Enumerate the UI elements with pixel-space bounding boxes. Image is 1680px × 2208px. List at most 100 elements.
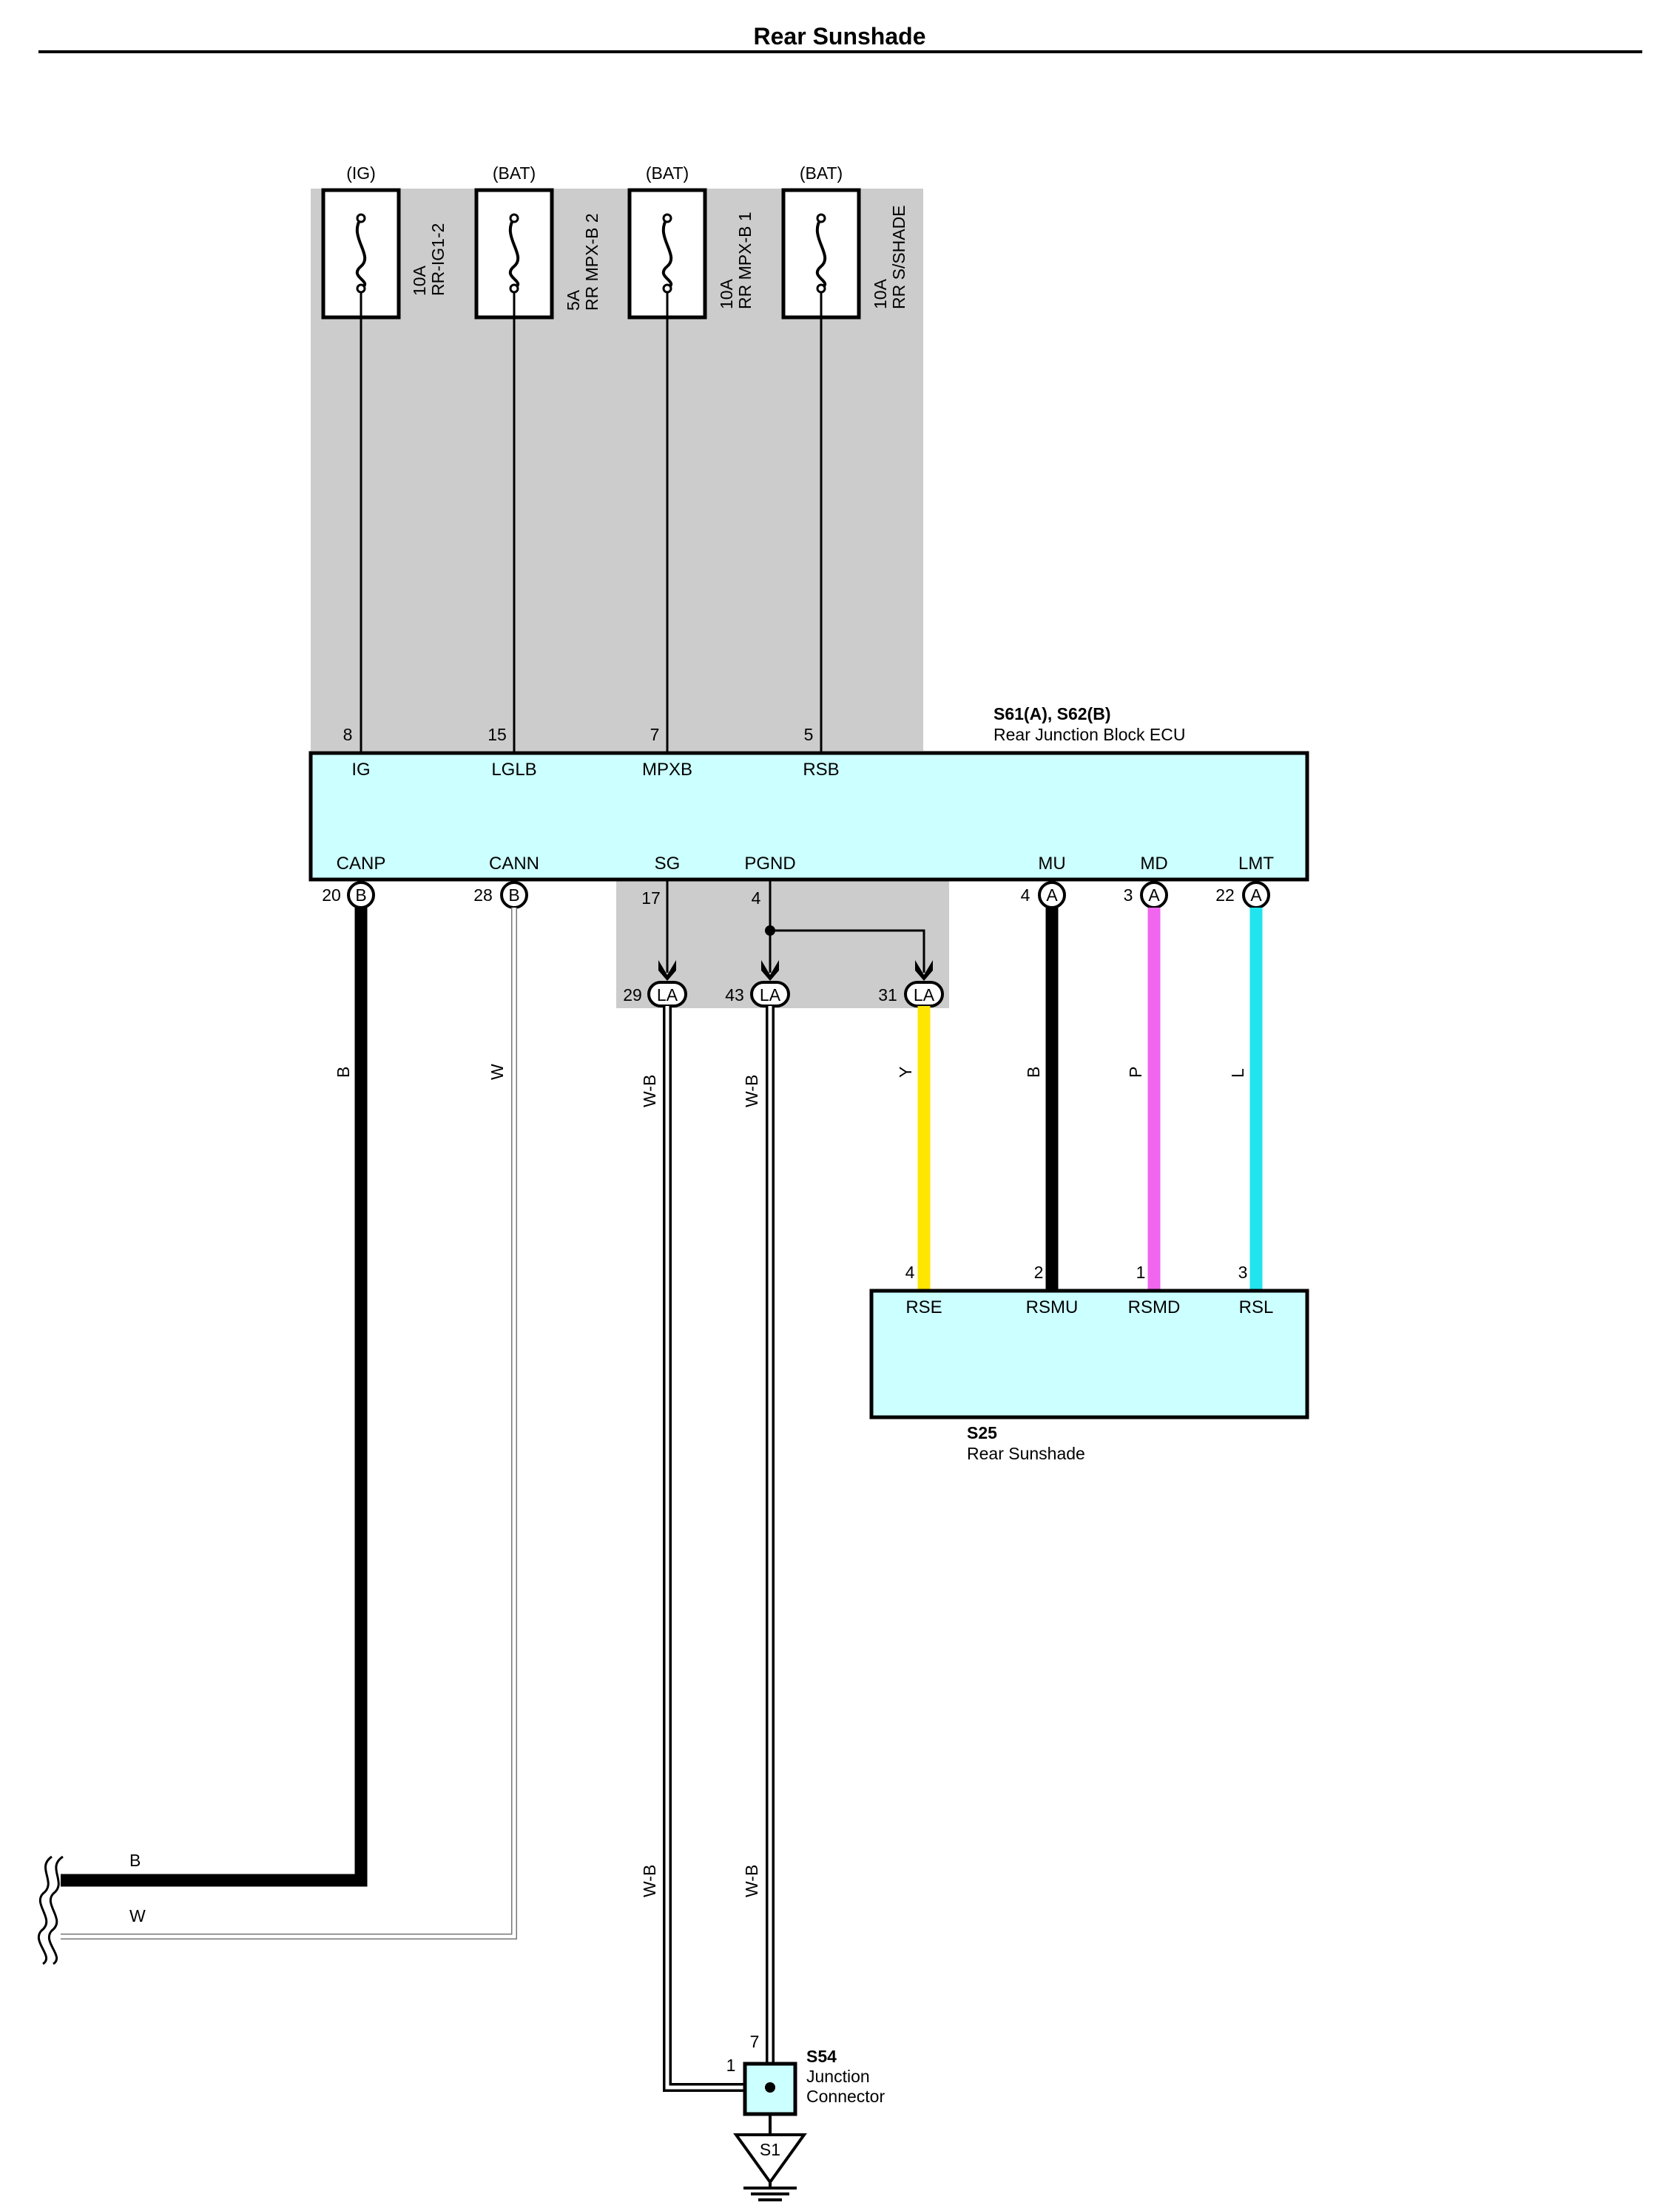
ecu-signal-sg: SG <box>655 854 681 874</box>
fuse-source: (BAT) <box>646 163 689 183</box>
ecu-signal-lglb: LGLB <box>491 760 536 780</box>
sunshade-pin-num: 3 <box>1238 1263 1248 1282</box>
fuse-source: (BAT) <box>493 163 536 183</box>
ecu-signal-lmt: LMT <box>1238 854 1274 874</box>
left-wire-b-label: B <box>129 1851 141 1870</box>
sunshade-pin-num: 4 <box>905 1263 915 1282</box>
connector-arrow-icon <box>658 960 676 981</box>
wire-break-icon <box>37 1855 53 1965</box>
connector-b-canp: B <box>347 881 375 909</box>
svg-text:LA: LA <box>760 985 781 1005</box>
fuse-name: RR-IG1-2 <box>428 223 448 296</box>
fuse-1: (IG) 10A RR-IG1-2 <box>321 163 448 320</box>
svg-text:B: B <box>355 885 366 905</box>
ecu-signal-rsb: RSB <box>803 760 839 780</box>
svg-text:LA: LA <box>657 985 678 1005</box>
sunshade-name: Rear Sunshade <box>967 1444 1085 1463</box>
rear-junction-block-ecu <box>308 751 1309 882</box>
ecu-signal-ig: IG <box>351 760 370 780</box>
junction-name-line2: Connector <box>806 2087 885 2106</box>
sunshade-code: S25 <box>967 1423 997 1442</box>
ecu-signal-mpxb: MPXB <box>642 760 692 780</box>
splice-dot <box>765 2082 775 2093</box>
left-wire-w-label: W <box>129 1906 146 1925</box>
ecu-pin-num: 5 <box>804 725 814 744</box>
connector-arrow-icon <box>915 960 933 981</box>
svg-text:A: A <box>1148 885 1160 905</box>
sunshade-signal-rsmu: RSMU <box>1026 1297 1079 1317</box>
ecu-pin-num: 15 <box>488 725 507 744</box>
ecu-pin-num: 28 <box>473 885 493 905</box>
wire-rsmd-color: P <box>1126 1067 1145 1078</box>
fuse-amp: 10A <box>410 265 429 296</box>
fuse-name: RR MPX-B 1 <box>735 212 755 309</box>
wire-cann-color: W <box>488 1064 507 1080</box>
fuse-name: RR S/SHADE <box>889 205 908 309</box>
fuse-icon <box>508 217 520 290</box>
fuse-amp: 10A <box>871 278 890 309</box>
wire-break-icon <box>47 1855 64 1965</box>
page-title: Rear Sunshade <box>754 23 926 50</box>
ecu-signal-md: MD <box>1140 854 1167 874</box>
sunshade-pin-num: 2 <box>1034 1263 1044 1282</box>
wire-canp-color: B <box>334 1067 353 1078</box>
rear-sunshade <box>869 1289 1309 1419</box>
connector-a-md: A <box>1140 881 1168 909</box>
ecu-pin-num: 4 <box>752 888 761 908</box>
sunshade-signal-rsmd: RSMD <box>1128 1297 1181 1317</box>
wire-rse-color: Y <box>896 1067 915 1078</box>
wire-cann-outline <box>61 908 517 1939</box>
fuse-name: RR MPX-B 2 <box>582 213 601 311</box>
wire-pgnd-color: W-B <box>742 1865 761 1897</box>
ecu-pin-num: 3 <box>1124 885 1133 905</box>
svg-text:A: A <box>1046 885 1058 905</box>
svg-text:A: A <box>1250 885 1262 905</box>
wire-pgnd-color: W-B <box>742 1075 761 1107</box>
junction-pin-top: 7 <box>750 2032 760 2051</box>
wire-sg-color: W-B <box>640 1865 659 1897</box>
wire-sg-color: W-B <box>640 1075 659 1107</box>
wire-rsmu-color: B <box>1024 1067 1043 1078</box>
sunshade-signal-rsl: RSL <box>1239 1297 1274 1317</box>
ecu-pin-num: 20 <box>322 885 341 905</box>
fuse-icon <box>661 217 673 290</box>
ground-label: S1 <box>760 2140 780 2159</box>
fuse-4: (BAT) 10A RR S/SHADE <box>781 163 908 320</box>
ground-triangle-icon <box>733 2133 807 2185</box>
fuse-amp: 5A <box>564 289 583 311</box>
ecu-pin-num: 17 <box>641 888 661 908</box>
ecu-pin-num: 22 <box>1215 885 1235 905</box>
ecu-name: Rear Junction Block ECU <box>994 725 1186 744</box>
la-connector-29: 29 LA <box>623 981 687 1007</box>
ecu-signal-pgnd: PGND <box>744 854 795 874</box>
ecu-pin-num: 8 <box>343 725 353 744</box>
ecu-signal-canp: CANP <box>337 854 386 874</box>
ecu-signal-cann: CANN <box>489 854 539 874</box>
fuse-source: (IG) <box>346 163 376 183</box>
wire-rsl-color: L <box>1228 1068 1247 1078</box>
sunshade-signal-rse: RSE <box>905 1297 942 1317</box>
fuse-3: (BAT) 10A RR MPX-B 1 <box>627 163 755 320</box>
fuse-icon <box>355 217 367 290</box>
svg-text:LA: LA <box>914 985 935 1005</box>
svg-text:43: 43 <box>725 985 744 1005</box>
svg-text:29: 29 <box>623 985 642 1005</box>
fuse-source: (BAT) <box>800 163 843 183</box>
junction-name-line1: Junction <box>806 2067 870 2086</box>
ecu-pin-num: 7 <box>650 725 660 744</box>
junction-code: S54 <box>806 2047 837 2066</box>
wire-canp <box>61 908 368 1887</box>
ecu-signal-mu: MU <box>1038 854 1065 874</box>
wire-sg <box>663 1006 770 2092</box>
fuse-amp: 10A <box>717 278 736 309</box>
ecu-code: S61(A), S62(B) <box>994 704 1110 723</box>
connector-a-mu: A <box>1038 881 1066 909</box>
fuse-icon <box>815 217 827 290</box>
wire-pgnd-branch <box>770 929 925 973</box>
la-connector-43: 43 LA <box>725 981 790 1007</box>
connector-arrow-icon <box>761 960 779 981</box>
wire-cann <box>61 908 516 1939</box>
connector-a-lmt: A <box>1242 881 1270 909</box>
ecu-pin-num: 4 <box>1021 885 1030 905</box>
fuse-2: (BAT) 5A RR MPX-B 2 <box>474 163 601 320</box>
